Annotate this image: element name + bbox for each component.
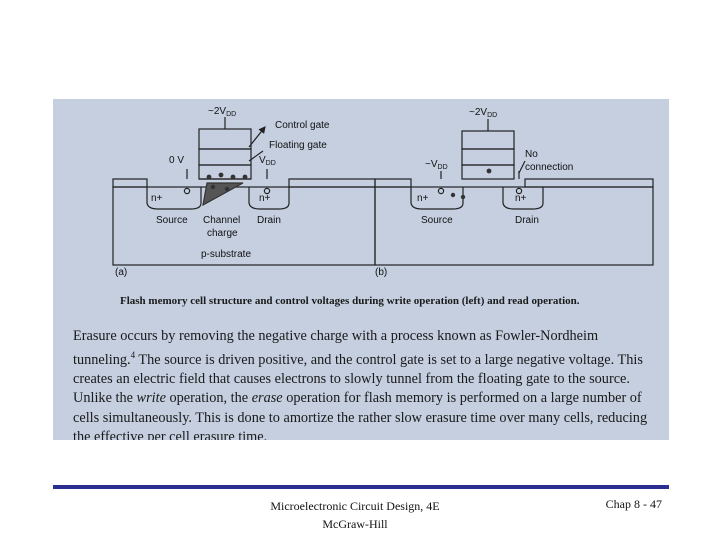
footer-divider	[53, 485, 669, 489]
n-plus-left-b: n+	[417, 193, 429, 204]
figure-caption: Flash memory cell structure and control …	[120, 295, 580, 307]
write-emphasis: write	[136, 390, 166, 407]
panel-a-labels: ~2VDD Control gate Floating gate 0 V VDD…	[115, 106, 330, 278]
n-well-right-b	[502, 187, 544, 210]
source-voltage-label-b: ~VDD	[425, 159, 448, 171]
flash-cell-diagram: ~2VDD Control gate Floating gate 0 V VDD…	[112, 106, 654, 278]
source-label-a: Source	[156, 215, 188, 226]
floating-gate-label: Floating gate	[269, 140, 327, 151]
paragraph-text-2: The source is driven positive, and the c…	[73, 351, 643, 407]
field-oxide-left-b	[374, 178, 412, 188]
source-voltage-label-a: 0 V	[169, 155, 184, 166]
control-gate-b	[461, 130, 515, 150]
substrate-label: p-substrate	[201, 249, 251, 260]
field-oxide-left-a	[112, 178, 148, 188]
n-well-left-b	[410, 187, 464, 210]
source-terminal-a	[183, 187, 191, 195]
floating-gate-electrons-a	[206, 172, 248, 192]
drain-terminal-a	[263, 187, 271, 195]
n-well-right-a	[248, 187, 290, 210]
paragraph-text-1: Erasure occurs by removing the negative …	[73, 328, 599, 368]
footer-book-info: Microelectronic Circuit Design, 4E McGra…	[230, 497, 480, 533]
channel-charge-region	[202, 182, 244, 207]
n-plus-left-a: n+	[151, 193, 163, 204]
gate-oxide-b	[461, 164, 515, 180]
field-oxide-right-b	[524, 178, 654, 188]
control-gate-a	[198, 128, 252, 150]
floating-gate-a	[198, 148, 252, 166]
channel-label: Channel	[203, 215, 240, 226]
floating-gate-electrons-b	[450, 168, 492, 200]
no-connection-label-2: connection	[525, 162, 573, 173]
panel-b	[374, 119, 654, 266]
floating-gate-b	[461, 148, 515, 166]
panel-a	[112, 117, 376, 266]
drain-label-b: Drain	[515, 215, 539, 226]
n-well-left-a	[146, 187, 202, 210]
panel-b-label: (b)	[375, 267, 387, 278]
no-connection-label-1: No	[525, 149, 538, 160]
publisher: McGraw-Hill	[322, 517, 388, 531]
page-number: Chap 8 - 47	[605, 497, 662, 511]
drain-terminal-b	[515, 187, 523, 195]
n-plus-right-a: n+	[259, 193, 271, 204]
charge-label: charge	[207, 228, 238, 239]
gate-voltage-label-a: ~2VDD	[208, 106, 236, 118]
body-paragraph: Erasure occurs by removing the negative …	[73, 327, 663, 440]
source-terminal-b	[437, 187, 445, 195]
drain-label-a: Drain	[257, 215, 281, 226]
erase-emphasis: erase	[251, 390, 283, 407]
substrate-b	[374, 186, 654, 266]
paragraph-text-4: operation for flash memory is performed …	[73, 390, 648, 440]
n-plus-right-b: n+	[515, 193, 527, 204]
source-label-b: Source	[421, 215, 453, 226]
gate-voltage-label-b: ~2VDD	[469, 107, 497, 119]
control-gate-label: Control gate	[275, 120, 330, 131]
drain-voltage-label-a: VDD	[259, 155, 276, 167]
paragraph-text-3: operation, the	[165, 390, 252, 407]
field-oxide-right-a	[288, 178, 376, 188]
book-title: Microelectronic Circuit Design, 4E	[270, 499, 440, 513]
scanned-figure: ~2VDD Control gate Floating gate 0 V VDD…	[53, 99, 669, 440]
panel-a-label: (a)	[115, 267, 127, 278]
panel-b-labels: ~2VDD ~VDD No connection n+ n+ Source Dr…	[375, 107, 573, 278]
footnote-marker: 4	[130, 350, 136, 361]
